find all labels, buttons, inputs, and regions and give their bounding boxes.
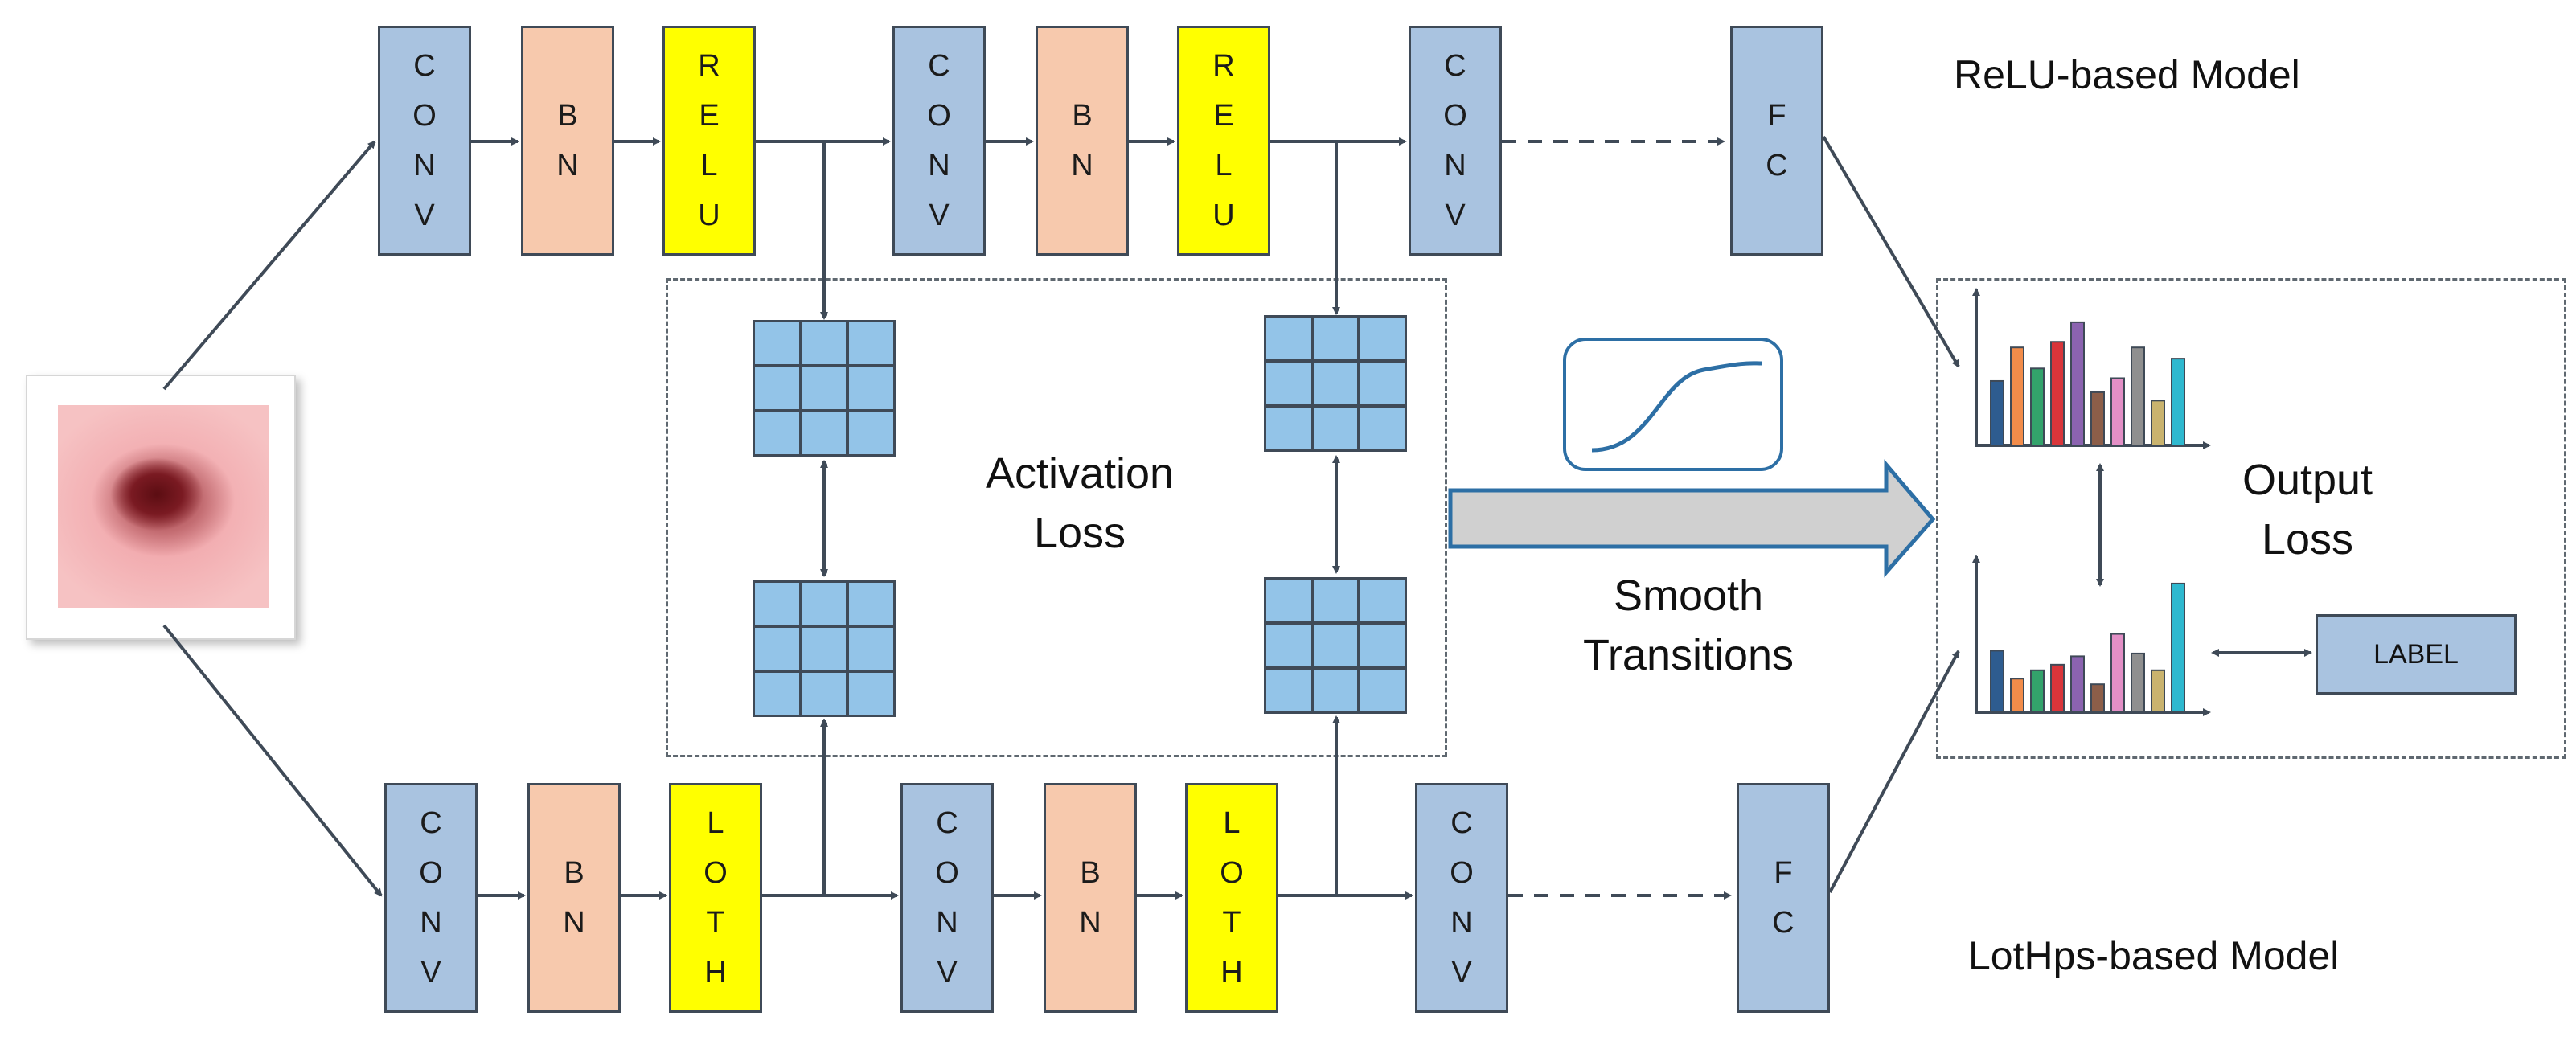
- hist-bottom-bar-9: [2151, 669, 2165, 713]
- output-loss-label: Output Loss: [2187, 450, 2428, 569]
- output-histogram-bottom: [1972, 555, 2211, 716]
- label-box: LABEL: [2316, 614, 2517, 695]
- hist-top-bar-8: [2131, 346, 2145, 447]
- feature-map-relu-2: [1264, 315, 1407, 452]
- hist-bottom-bar-4: [2050, 663, 2065, 714]
- arrow-1: [162, 140, 376, 391]
- hist-bottom-bar-2: [2010, 678, 2024, 713]
- activation-loss-label: Activation Loss: [939, 444, 1220, 563]
- hist-top-bar-4: [2050, 341, 2065, 446]
- feature-map-loth-2: [1264, 577, 1407, 714]
- feature-map-relu-1: [753, 320, 896, 457]
- hist-bottom-bar-5: [2070, 655, 2085, 714]
- input-image-frame: [26, 375, 296, 640]
- hist-top-bar-2: [2010, 346, 2024, 447]
- hist-bottom-bar-1: [1990, 650, 2004, 713]
- output-loss-line1: Output: [2242, 456, 2373, 504]
- hist-top-bar-10: [2171, 358, 2185, 446]
- label-box-text: LABEL: [2373, 638, 2459, 670]
- relu-model-title: ReLU-based Model: [1954, 52, 2300, 97]
- hist-bottom-bar-6: [2090, 683, 2105, 714]
- output-histogram-top: [1972, 288, 2211, 449]
- hist-top-bar-6: [2090, 391, 2105, 447]
- hist-bottom-bar-3: [2030, 669, 2045, 713]
- activation-loss-line2: Loss: [1033, 509, 1126, 557]
- sigmoid-curve-box: [1563, 338, 1783, 471]
- activation-loss-line1: Activation: [985, 449, 1175, 498]
- activation-loss-region: [666, 278, 1447, 757]
- hist-bottom-bar-7: [2110, 633, 2125, 713]
- hist-top-bar-5: [2070, 321, 2085, 446]
- smooth-transitions-line2: Transitions: [1582, 631, 1795, 679]
- arrow-2: [162, 624, 383, 897]
- hist-bottom-bar-10: [2171, 582, 2185, 713]
- hist-top-bar-9: [2151, 400, 2165, 447]
- hist-bottom-bar-8: [2131, 652, 2145, 713]
- sigmoid-curve-icon: [1591, 361, 1763, 453]
- lothps-model-title: LotHps-based Model: [1968, 933, 2340, 978]
- skin-lesion-image: [58, 405, 269, 608]
- hist-top-bar-7: [2110, 377, 2125, 447]
- output-loss-line2: Loss: [2261, 515, 2354, 564]
- hist-top-bar-3: [2030, 367, 2045, 446]
- feature-map-loth-1: [753, 580, 896, 717]
- output-loss-region: [1936, 278, 2566, 759]
- smooth-transitions-big-arrow: [1448, 459, 1936, 578]
- arrow-24: [1828, 650, 1960, 893]
- hist-top-bar-1: [1990, 379, 2004, 446]
- smooth-transitions-label: Smooth Transitions: [1528, 566, 1849, 685]
- arrow-23: [1822, 135, 1960, 368]
- smooth-transitions-line1: Smooth: [1613, 572, 1764, 620]
